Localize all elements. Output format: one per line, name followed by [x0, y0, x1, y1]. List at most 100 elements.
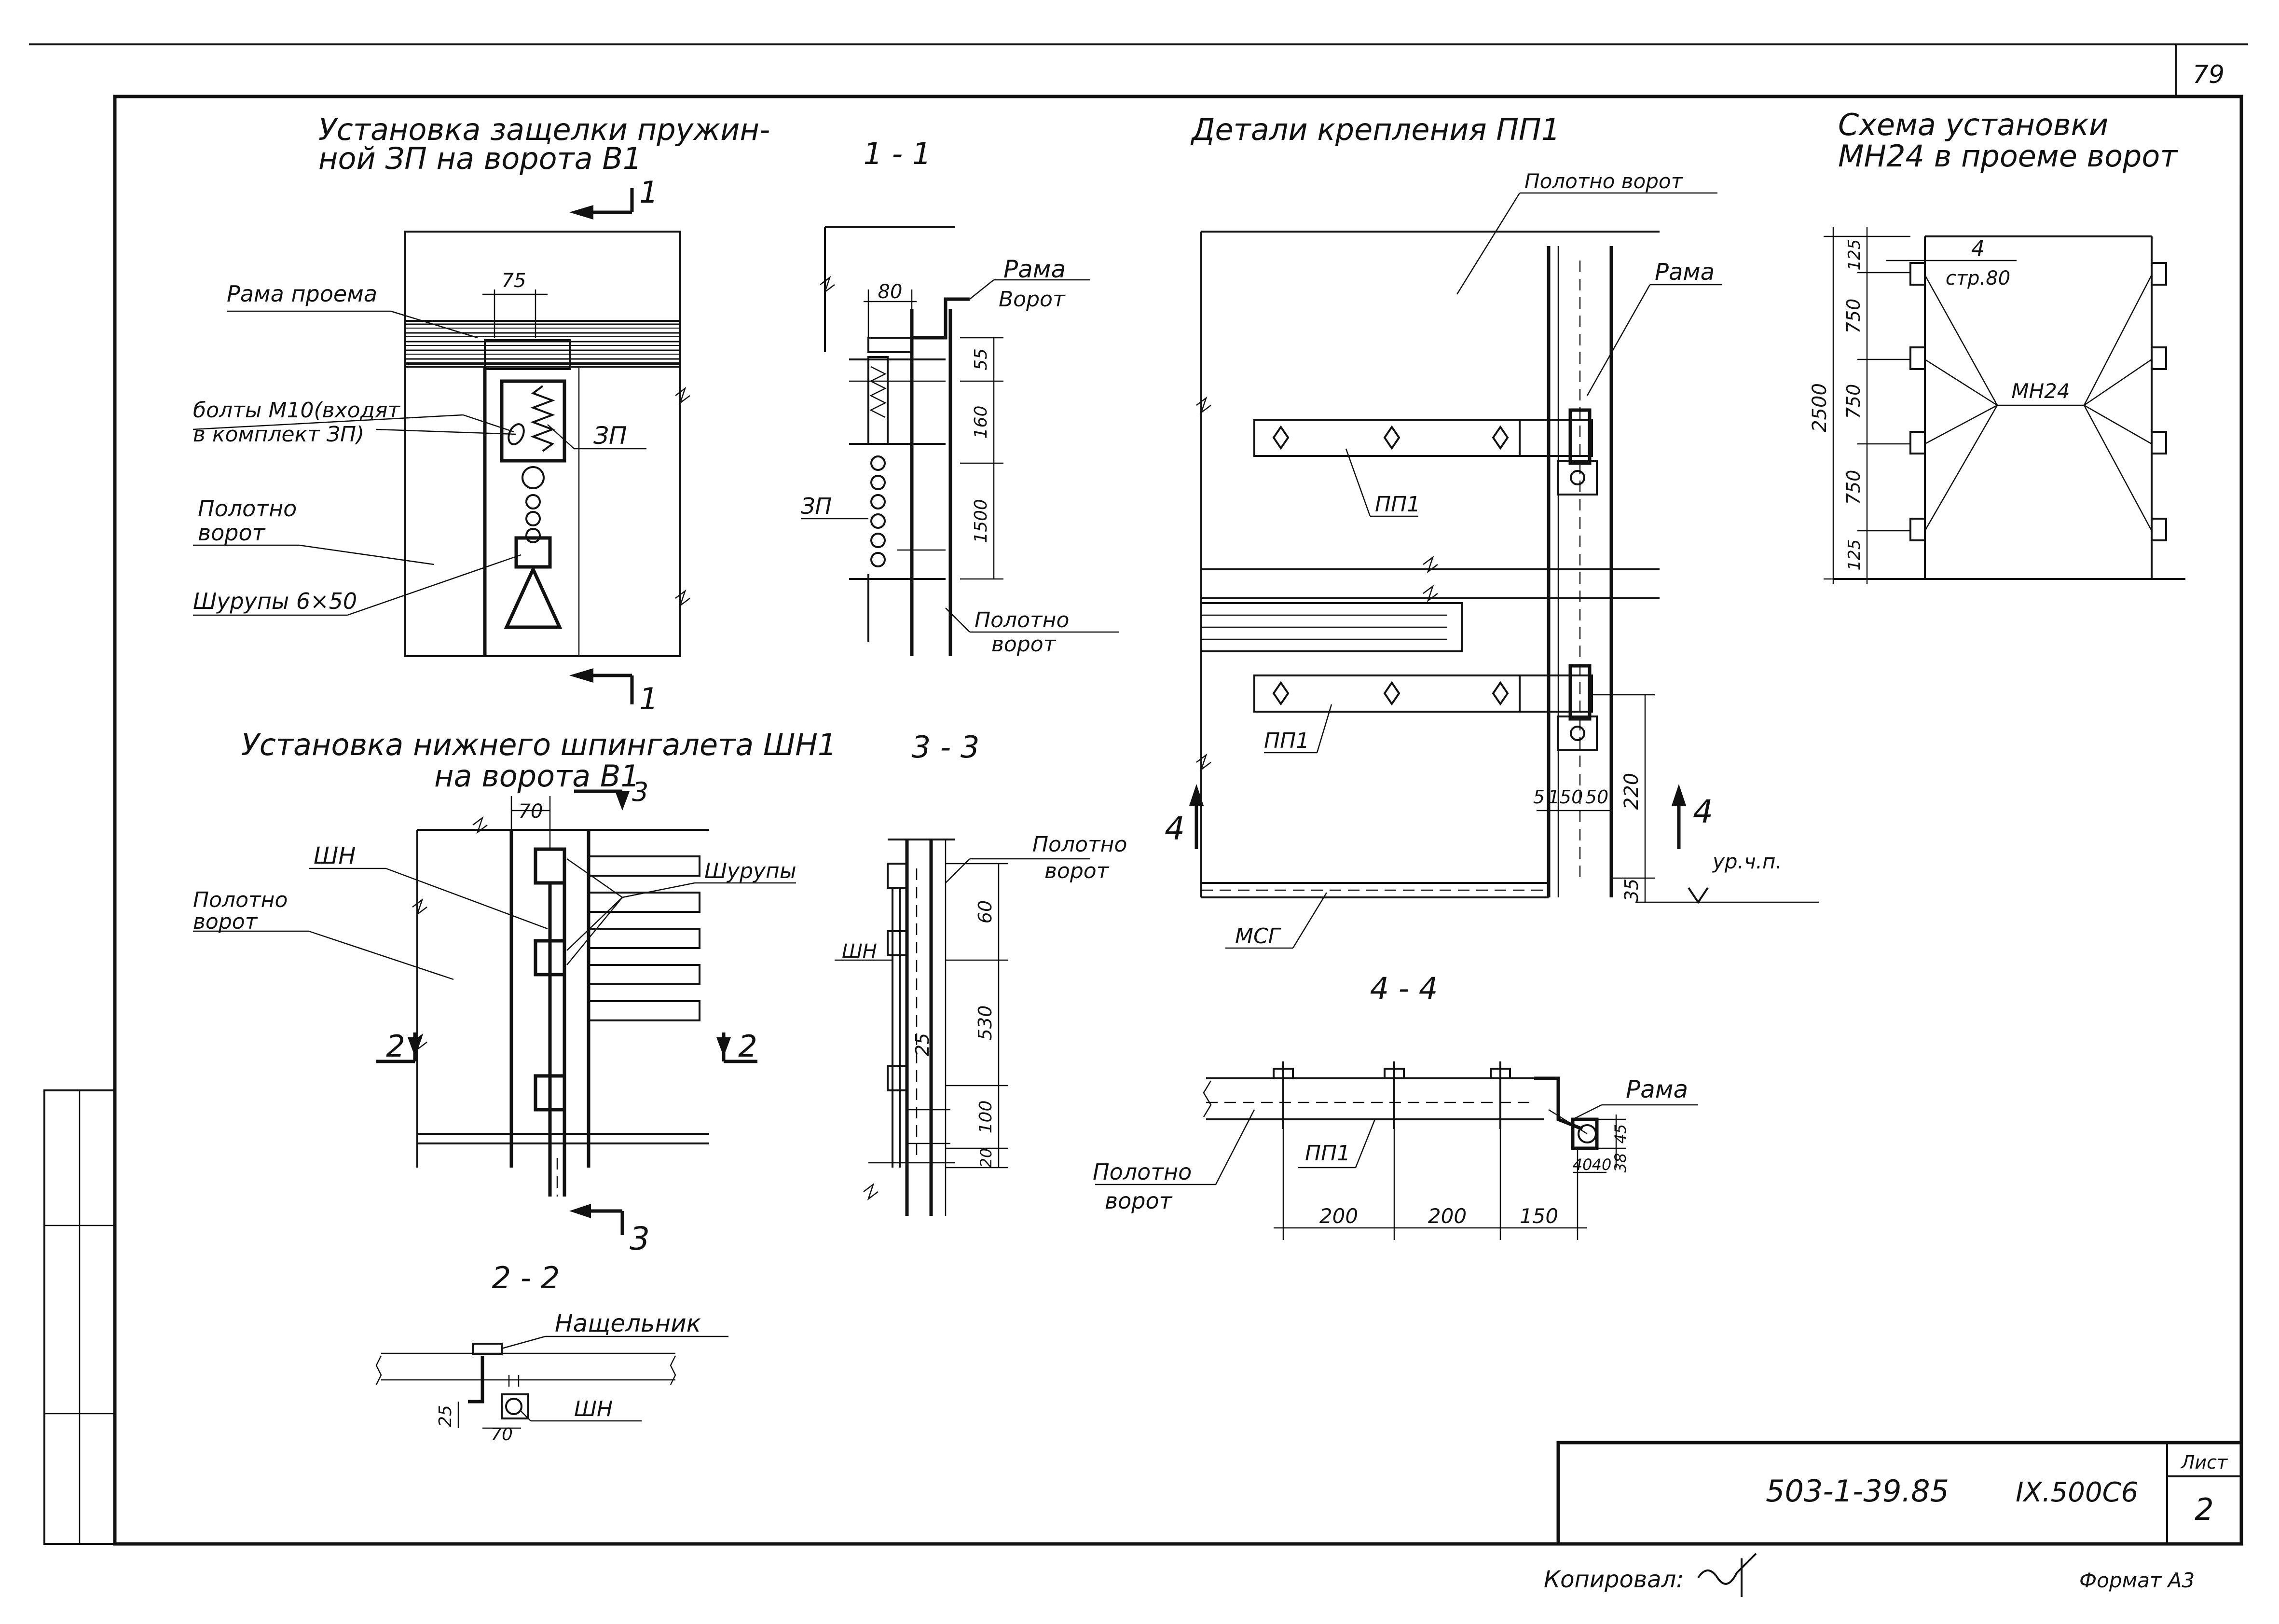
bolt-section-mark-2-left: 2: [386, 1029, 405, 1064]
s11-dim-160: 160: [971, 406, 991, 439]
s33-dim-100: 100: [976, 1101, 996, 1134]
bolt-label-leaf-line1: Полотно: [193, 888, 288, 912]
s44-dim-40a: 40: [1573, 1156, 1593, 1174]
s11-label-zp: ЗП: [801, 493, 832, 519]
s33-label-leaf-line2: ворот: [1044, 859, 1110, 883]
bolt-section-mark-3-bottom: 3: [630, 1220, 650, 1257]
s33-label-leaf-line1: Полотно: [1032, 832, 1127, 857]
scheme-dim-750-3: 750: [1843, 470, 1864, 505]
latch-section-mark-bottom: 1: [639, 681, 658, 716]
section-3-3: [835, 839, 1090, 1216]
section-3-3-title: 3 - 3: [912, 729, 980, 765]
fastening-title: Детали крепления ПП1: [1190, 112, 1560, 147]
s44-dim-38: 38: [1611, 1153, 1630, 1173]
s33-label-shn: ШН: [842, 940, 877, 963]
stamp-series: IX.500C6: [2016, 1477, 2138, 1508]
page-number: 79: [2193, 60, 2224, 89]
s44-dim-45: 45: [1611, 1124, 1630, 1144]
section-2-2: [375, 1335, 728, 1429]
s44-label-frame: Рама: [1626, 1075, 1688, 1103]
bolt-label-screws: Шурупы: [704, 859, 796, 883]
section-2-2-title: 2 - 2: [492, 1260, 560, 1295]
s11-label-frame-line2: Ворот: [999, 287, 1066, 312]
scheme-title-line1: Схема установки: [1838, 107, 2108, 142]
scheme-label-page-ref: стр.80: [1946, 267, 2010, 289]
view-bolt: [193, 789, 796, 1235]
bolt-title-line2: на ворота В1: [434, 758, 640, 794]
s33-dim-60: 60: [975, 900, 996, 923]
scheme-dim-total: 2500: [1809, 383, 1831, 432]
latch-title-line1: Установка защелки пружин-: [318, 112, 770, 147]
latch-title-line2: ной ЗП на ворота В1: [318, 141, 642, 176]
s11-dim-1500: 1500: [971, 499, 991, 543]
fastening-label-pp1-lower: ПП1: [1264, 729, 1309, 753]
scheme-title-line2: МН24 в проеме ворот: [1838, 138, 2178, 174]
bolt-label-leaf-line2: ворот: [193, 909, 258, 934]
bolt-section-mark-2-right: 2: [738, 1029, 757, 1064]
fastening-dim-35: 35: [1621, 879, 1642, 902]
section-1-1-title: 1 - 1: [864, 136, 932, 171]
s44-dim-200-1: 200: [1319, 1204, 1358, 1228]
s11-dim-55: 55: [971, 348, 991, 371]
s44-label-leaf-line1: Полотно: [1093, 1159, 1192, 1185]
bolt-title-line1: Установка нижнего шпингалета ШН1: [241, 727, 837, 762]
scheme-dim-125-bottom: 125: [1845, 539, 1864, 571]
section-4-4-title: 4 - 4: [1370, 971, 1438, 1006]
fastening-label-pp1-upper: ПП1: [1375, 492, 1420, 517]
s22-dim-25: 25: [436, 1405, 455, 1427]
s11-dim-80: 80: [878, 281, 903, 303]
stamp-code: 503-1-39.85: [1766, 1473, 1949, 1509]
s22-label-shn: ШН: [574, 1397, 613, 1421]
s44-label-leaf-line2: ворот: [1105, 1188, 1173, 1214]
latch-label-zp: ЗП: [593, 422, 627, 450]
s11-label-leaf-line2: ворот: [991, 632, 1057, 657]
bolt-section-mark-3-top: 3: [632, 777, 648, 807]
bolt-dim-70: 70: [519, 800, 543, 823]
stamp-sheet-label: Лист: [2180, 1452, 2228, 1473]
fastening-section-mark-left: 4: [1165, 810, 1185, 847]
view-fastening: [1189, 192, 1819, 949]
latch-label-leaf-line1: Полотно: [198, 495, 297, 522]
s22-dim-70: 70: [491, 1425, 513, 1445]
latch-section-mark-top: 1: [639, 175, 658, 210]
s33-dim-530: 530: [975, 1005, 996, 1041]
copied-by-label: Копировал:: [1544, 1566, 1684, 1593]
format-label: Формат А3: [2079, 1569, 2195, 1592]
scheme-dim-750-2: 750: [1843, 384, 1864, 419]
latch-label-leaf-line2: ворот: [198, 520, 266, 546]
fastening-dim-220: 220: [1620, 773, 1643, 810]
latch-label-frame: Рама проема: [227, 281, 377, 307]
s11-label-leaf-line1: Полотно: [975, 608, 1069, 633]
scheme-dim-750-1: 750: [1843, 299, 1864, 334]
s44-dim-200-2: 200: [1428, 1204, 1467, 1228]
fastening-label-floor: ур.ч.п.: [1712, 850, 1782, 873]
fastening-section-mark-right: 4: [1693, 793, 1713, 830]
fastening-dim-50: 50: [1585, 786, 1608, 808]
scheme-dim-125-top: 125: [1845, 239, 1864, 271]
view-scheme: [1824, 227, 2185, 584]
fastening-label-msg: МСГ: [1235, 924, 1282, 949]
latch-label-bolts-line2: в комплект ЗП): [193, 422, 364, 447]
s22-label-strip: Нащельник: [555, 1309, 701, 1337]
view-latch: [192, 188, 690, 704]
sheet-frame: [29, 43, 2248, 1546]
latch-label-screws: Шурупы 6×50: [193, 588, 357, 614]
copier-signature: [1697, 1553, 1757, 1597]
latch-dim-75: 75: [502, 270, 526, 292]
fastening-dim-5: 5: [1533, 786, 1545, 808]
s33-dim-25: 25: [912, 1033, 933, 1056]
s44-dim-150: 150: [1520, 1204, 1558, 1228]
latch-label-bolts-line1: болты М10(входят: [193, 398, 400, 423]
s44-dim-40b: 40: [1592, 1156, 1612, 1174]
scheme-label-mn24: МН24: [2011, 379, 2070, 403]
scheme-label-count: 4: [1971, 236, 1985, 261]
s44-label-pp1: ПП1: [1305, 1141, 1350, 1166]
stamp-sheet-number: 2: [2195, 1492, 2213, 1527]
bolt-label-shn: ШН: [314, 842, 356, 869]
s33-dim-20: 20: [977, 1148, 995, 1168]
section-1-1: [801, 226, 1119, 656]
fastening-label-leaf: Полотно ворот: [1524, 169, 1684, 193]
s11-label-frame-line1: Рама: [1003, 255, 1066, 283]
